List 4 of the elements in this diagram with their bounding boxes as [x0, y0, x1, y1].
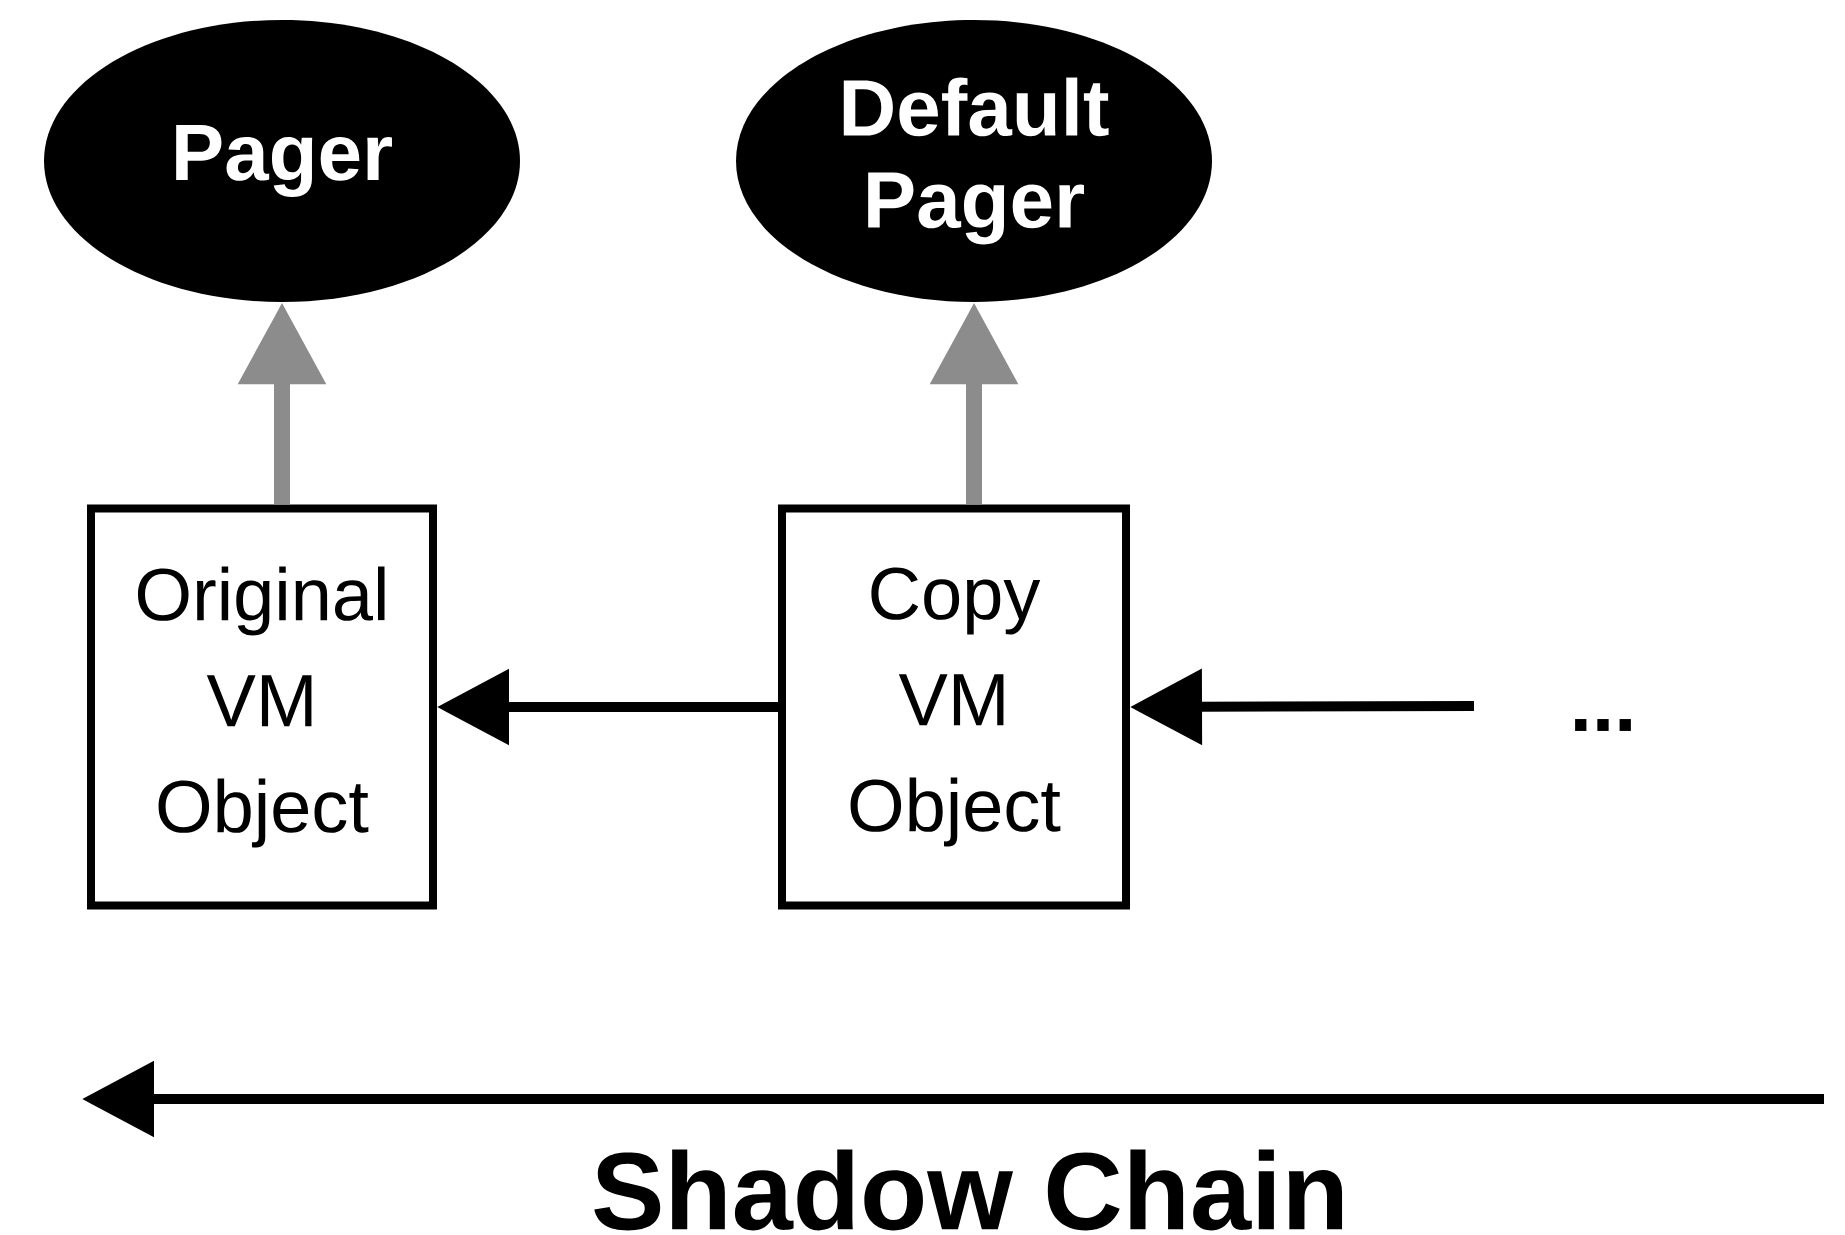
caption-text: Shadow Chain	[594, 1149, 1343, 1231]
object-box: Copy VM Object	[778, 504, 1130, 910]
object-box: Original VM Object	[87, 504, 437, 910]
ellipsis-text: ...	[1575, 719, 1631, 731]
